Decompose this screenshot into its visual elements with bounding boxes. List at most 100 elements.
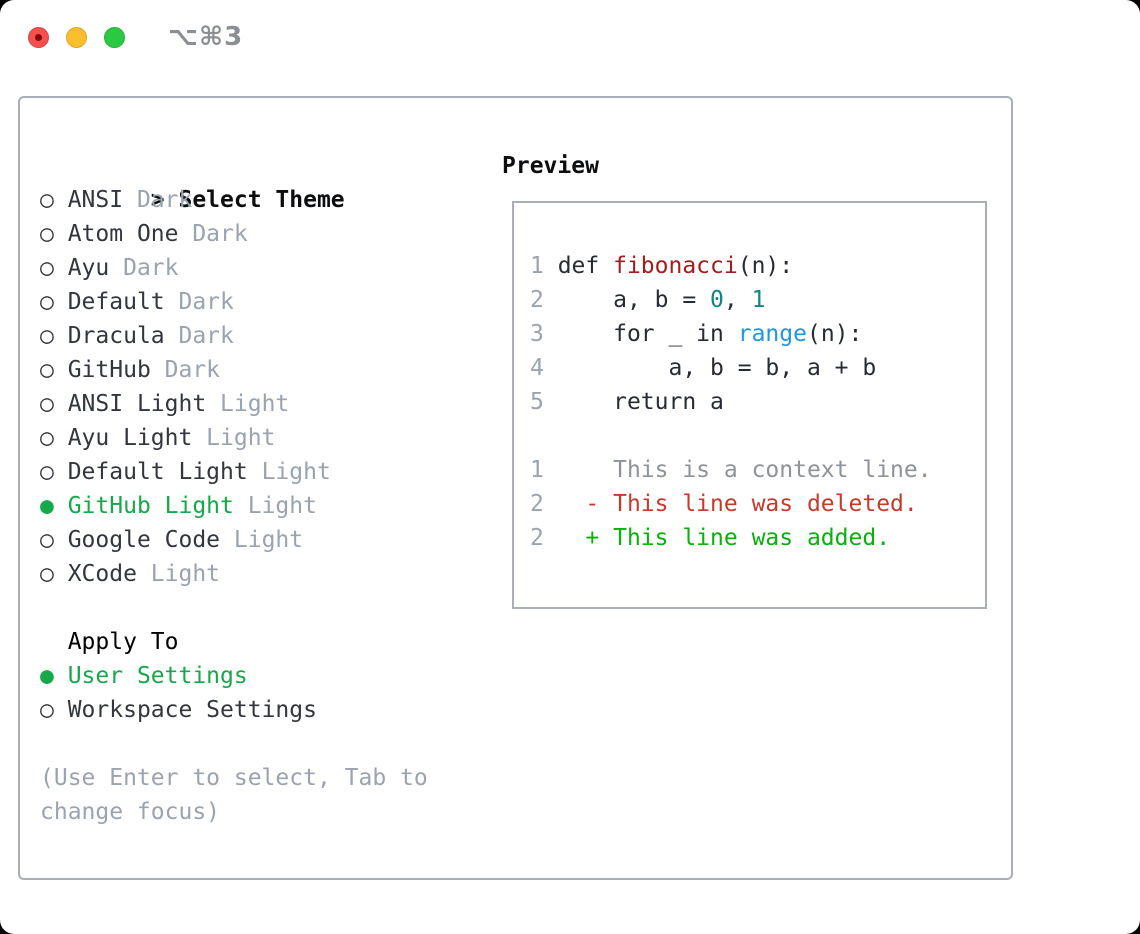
radio-icon: ○ bbox=[40, 459, 54, 485]
line-number: 2 bbox=[530, 525, 544, 551]
theme-variant-label: Light bbox=[220, 391, 290, 417]
line-number: 2 bbox=[530, 287, 544, 313]
radio-icon: ○ bbox=[40, 255, 54, 281]
apply-option-label: Workspace Settings bbox=[67, 697, 317, 723]
line-number: 2 bbox=[530, 491, 544, 517]
diff-line: 1 This is a context line. bbox=[530, 453, 932, 487]
line-content: + This line was added. bbox=[558, 525, 890, 551]
spacer-row bbox=[530, 419, 932, 453]
radio-icon: ○ bbox=[40, 221, 54, 247]
code-segment: for _ in bbox=[557, 321, 738, 347]
theme-name-label: Default bbox=[67, 289, 165, 315]
theme-option[interactable]: ○ XCode Light bbox=[40, 557, 428, 591]
theme-variant-label: Light bbox=[206, 425, 276, 451]
apply-option[interactable]: ○ Workspace Settings bbox=[40, 693, 428, 727]
theme-option[interactable]: ○ Default Light Light bbox=[40, 455, 428, 489]
radio-icon: ○ bbox=[40, 187, 54, 213]
code-segment: + This line was added. bbox=[557, 525, 891, 551]
theme-variant-label: Light bbox=[150, 561, 221, 587]
theme-name-label: Atom One bbox=[67, 221, 179, 247]
line-content: return a bbox=[558, 389, 724, 415]
apply-option[interactable]: ● User Settings bbox=[40, 659, 428, 693]
radio-icon: ○ bbox=[40, 289, 54, 315]
theme-option[interactable]: ○ Atom One Dark bbox=[40, 217, 428, 251]
theme-name-label: ANSI Light bbox=[67, 391, 207, 417]
spacer-row bbox=[40, 591, 428, 625]
help-text-line: (Use Enter to select, Tab to bbox=[40, 765, 428, 791]
theme-name-label: Ayu Light bbox=[67, 425, 193, 451]
theme-variant-label: Dark bbox=[178, 323, 234, 349]
select-theme-title: Select Theme bbox=[178, 187, 345, 213]
theme-option[interactable]: ○ ANSI Light Light bbox=[40, 387, 428, 421]
preview-title: Preview bbox=[502, 153, 599, 179]
code-segment: def bbox=[557, 253, 614, 279]
theme-variant-label: Dark bbox=[164, 357, 221, 383]
window-title-shortcut: ⌥⌘3 bbox=[168, 22, 244, 52]
theme-variant-label: Light bbox=[233, 527, 304, 553]
code-segment: 1 bbox=[751, 287, 766, 313]
code-segment: , bbox=[723, 287, 752, 313]
theme-variant-label: Dark bbox=[123, 255, 179, 281]
line-content: for _ in range(n): bbox=[557, 321, 863, 347]
theme-name-label: ANSI bbox=[67, 187, 124, 213]
code-segment: (n): bbox=[806, 321, 863, 347]
theme-option[interactable]: ○ GitHub Dark bbox=[40, 353, 428, 387]
zoom-button[interactable] bbox=[104, 27, 125, 48]
theme-name-label: GitHub bbox=[67, 357, 151, 383]
theme-name-label: XCode bbox=[67, 561, 137, 587]
theme-option[interactable]: ○ Dracula Dark bbox=[40, 319, 428, 353]
apply-option-label: User Settings bbox=[67, 663, 248, 689]
apply-to-options-list: ● User Settings ○ Workspace Settings bbox=[40, 659, 428, 727]
code-segment: (n): bbox=[737, 253, 794, 279]
theme-name-label: Google Code bbox=[67, 527, 221, 553]
theme-variant-label: Dark bbox=[192, 221, 248, 247]
radio-icon: ○ bbox=[40, 357, 54, 383]
code-segment: 0 bbox=[710, 287, 724, 313]
code-line: 4 a, b = b, a + b bbox=[530, 351, 932, 385]
theme-name-label: Dracula bbox=[67, 323, 165, 349]
theme-option[interactable]: ● GitHub Light Light bbox=[40, 489, 428, 523]
line-number: 4 bbox=[530, 355, 544, 381]
code-line: 2 a, b = 0, 1 bbox=[530, 283, 932, 317]
theme-option[interactable]: ○ Default Dark bbox=[40, 285, 428, 319]
radio-selected-icon: ● bbox=[40, 663, 54, 689]
prompt-icon: > bbox=[150, 187, 165, 213]
line-content: - This line was deleted. bbox=[558, 491, 917, 517]
radio-icon: ○ bbox=[40, 391, 54, 417]
line-number: 1 bbox=[530, 457, 544, 483]
line-content: a, b = 0, 1 bbox=[558, 287, 766, 313]
line-number: 3 bbox=[530, 321, 544, 347]
theme-variant-label: Dark bbox=[178, 289, 234, 315]
select-theme-header: > Select Theme bbox=[40, 149, 428, 213]
radio-icon: ○ bbox=[40, 561, 54, 587]
close-button[interactable] bbox=[28, 27, 49, 48]
help-text-line: change focus) bbox=[40, 799, 221, 825]
theme-name-label: GitHub Light bbox=[67, 493, 234, 519]
theme-variant-label: Light bbox=[247, 493, 317, 519]
theme-option[interactable]: ○ Google Code Light bbox=[40, 523, 428, 557]
code-segment: fibonacci bbox=[613, 253, 738, 279]
code-segment: This is a context line. bbox=[557, 457, 932, 483]
unsaved-indicator-dot bbox=[35, 34, 42, 41]
code-segment: return a bbox=[557, 389, 724, 415]
radio-icon: ○ bbox=[40, 697, 54, 723]
minimize-button[interactable] bbox=[66, 27, 87, 48]
line-content: This is a context line. bbox=[558, 457, 932, 483]
theme-name-label: Default Light bbox=[67, 459, 248, 485]
diff-line: 2 - This line was deleted. bbox=[530, 487, 932, 521]
radio-selected-icon: ● bbox=[40, 493, 54, 519]
line-number: 5 bbox=[530, 389, 544, 415]
theme-variant-label: Light bbox=[261, 459, 331, 485]
code-line: 5 return a bbox=[530, 385, 932, 419]
apply-to-header: Apply To bbox=[67, 629, 179, 655]
radio-icon: ○ bbox=[40, 527, 54, 553]
radio-icon: ○ bbox=[40, 323, 54, 349]
